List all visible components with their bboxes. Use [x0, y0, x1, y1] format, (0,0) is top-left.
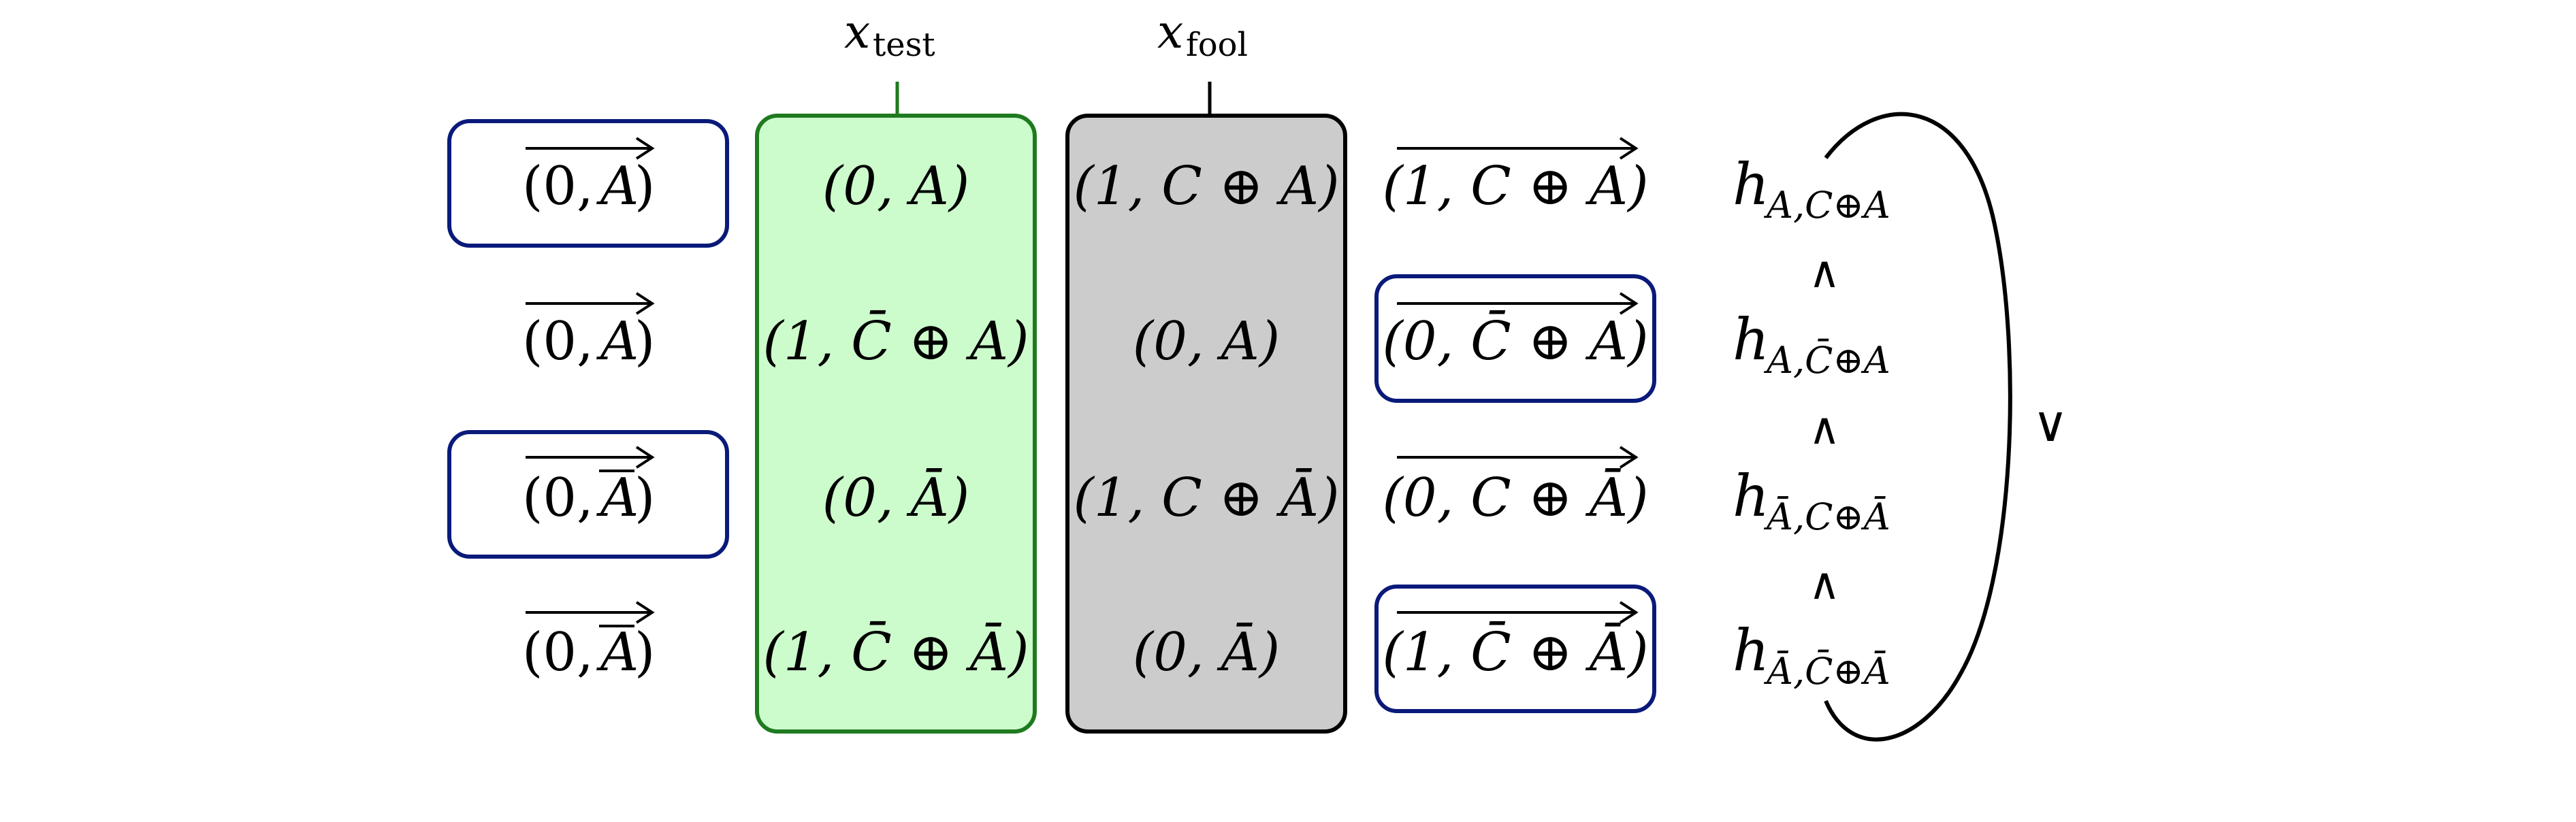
col1-box-row-3 — [447, 430, 729, 559]
col4-box-row-4 — [1374, 585, 1656, 713]
x-test-row-1: (0, A) — [822, 156, 969, 217]
svg-text:): ) — [634, 156, 655, 217]
col4-row-3: (0, C ⊕ Ā) — [1382, 467, 1648, 529]
x-fool-row-2: (0, A) — [1133, 311, 1280, 372]
x-fool-column: (1, C ⊕ A) (0, A) (1, C ⊕ Ā) (0, Ā) — [1065, 114, 1347, 734]
col1-row-4: (0, A ) — [522, 601, 655, 683]
svg-text:Ā,C̄⊕Ā: Ā,C̄⊕Ā — [1763, 649, 1890, 693]
svg-text:(0,: (0, — [522, 467, 594, 529]
svg-text:h: h — [1733, 617, 1769, 684]
col4-row-2: (0, C̄ ⊕ A) — [1382, 310, 1648, 372]
svg-text:(0,: (0, — [522, 622, 594, 683]
x-test-column-box — [755, 114, 1037, 734]
x-test-row-2: (1, C̄ ⊕ A) — [762, 310, 1029, 372]
x-test-row-4: (1, C̄ ⊕ Ā) — [762, 621, 1029, 683]
column-1: (0, A ) (0, A ) (0, A ) (0, A ) — [447, 119, 729, 683]
svg-text:A,C⊕A: A,C⊕A — [1763, 184, 1890, 227]
svg-text:h: h — [1733, 306, 1769, 373]
svg-text:Ā,C⊕Ā: Ā,C⊕Ā — [1763, 495, 1890, 538]
svg-text:A,C̄⊕A: A,C̄⊕A — [1763, 338, 1890, 382]
x-test-label: x test — [844, 5, 935, 64]
col4-box-row-2 — [1374, 274, 1656, 403]
col1-row-1: (0, A ) — [522, 137, 655, 217]
svg-text:A: A — [596, 622, 639, 683]
svg-text:A: A — [596, 156, 639, 217]
col4-row-1: (1, C ⊕ A) — [1382, 156, 1648, 217]
column-4: (1, C ⊕ A) (0, C̄ ⊕ A) (0, C ⊕ Ā) (1, C̄… — [1374, 137, 1656, 713]
h-column: h A,C⊕A ∧ h A,C̄⊕A ∧ h Ā,C⊕Ā ∧ h Ā,C̄⊕Ā — [1733, 151, 1890, 693]
h-row-1: h A,C⊕A — [1733, 151, 1890, 227]
x-test-row-3: (0, Ā) — [822, 467, 969, 529]
h-row-3: h Ā,C⊕Ā — [1733, 463, 1890, 538]
svg-text:(0,: (0, — [522, 156, 594, 217]
svg-text:A: A — [596, 311, 639, 372]
svg-text:): ) — [634, 467, 655, 529]
col1-box-row-1 — [447, 119, 729, 248]
h-row-4: h Ā,C̄⊕Ā — [1733, 617, 1890, 693]
x-fool-column-box — [1065, 114, 1347, 734]
and-symbol-1: ∧ — [1809, 248, 1841, 298]
or-symbol: ∨ — [2033, 395, 2069, 453]
svg-text:(0,: (0, — [522, 311, 594, 372]
x-fool-subscript: fool — [1186, 26, 1248, 64]
x-test-subscript: test — [873, 26, 935, 64]
x-test-column: (0, A) (1, C̄ ⊕ A) (0, Ā) (1, C̄ ⊕ Ā) — [755, 114, 1037, 734]
and-symbol-3: ∧ — [1809, 559, 1841, 610]
x-test-symbol: x — [844, 5, 870, 59]
col4-over-arrows — [1397, 137, 1639, 624]
x-fool-row-4: (0, Ā) — [1133, 622, 1280, 683]
svg-text:h: h — [1733, 151, 1769, 218]
svg-text:): ) — [634, 311, 655, 372]
x-fool-symbol: x — [1157, 5, 1183, 59]
svg-text:h: h — [1733, 463, 1769, 529]
col4-row-4: (1, C̄ ⊕ Ā) — [1382, 621, 1648, 683]
x-fool-row-1: (1, C ⊕ A) — [1073, 156, 1339, 217]
svg-text:A: A — [596, 467, 639, 529]
or-bracket-curve — [1824, 112, 2012, 742]
h-row-2: h A,C̄⊕A — [1733, 306, 1890, 382]
and-symbol-2: ∧ — [1809, 404, 1841, 455]
col1-row-2: (0, A ) — [522, 292, 655, 372]
x-fool-row-3: (1, C ⊕ Ā) — [1073, 467, 1339, 529]
svg-text:): ) — [634, 622, 655, 683]
col1-row-3: (0, A ) — [522, 446, 655, 529]
x-fool-label: x fool — [1157, 5, 1248, 64]
